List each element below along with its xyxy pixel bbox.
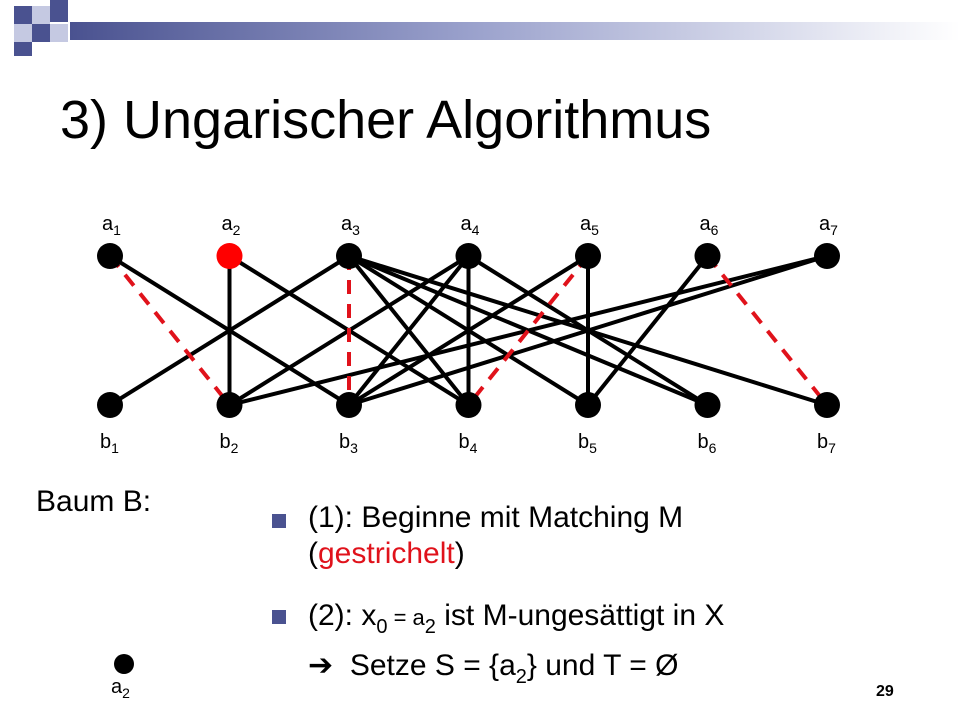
top-node-label: a1 [102, 213, 121, 238]
step-2-rest: ist M-ungesättigt in X [435, 599, 725, 632]
matching-edge [705, 254, 829, 407]
top-node-label: a6 [700, 213, 719, 238]
graph-edge [586, 254, 710, 407]
bipartite-graph: a1 a2 a3 a4 a5 a6 a7 b1 b2 b3 b4 b5 b6 b7 [97, 213, 840, 456]
bottom-node-label: b5 [578, 431, 597, 456]
bottom-node [814, 392, 840, 418]
top-node-label: a7 [819, 213, 838, 238]
bottom-node [455, 392, 482, 418]
step-2-equals: = [387, 605, 413, 630]
bottom-node-label: b1 [100, 431, 119, 456]
bottom-node-label: b4 [459, 431, 478, 456]
bottom-node-label: b3 [339, 431, 358, 456]
graph-edge [347, 254, 471, 407]
page-number: 29 [876, 683, 894, 700]
top-node [694, 243, 721, 269]
slide-title: 3) Ungarischer Algorithmus [60, 90, 712, 150]
top-node [575, 243, 601, 269]
corner-decoration [0, 0, 120, 60]
matching-edge [108, 254, 232, 407]
step-1-open-paren: ( [308, 537, 318, 570]
top-node [455, 243, 482, 269]
step-3-line: ➔ Setze S = {a2} und T = Ø [308, 648, 678, 695]
tree-label: Baum B: [36, 485, 152, 518]
matching-edge [466, 254, 590, 407]
step-1-close-paren: ) [454, 537, 465, 570]
bullet-step-2: (2): x0 = a2 ist M-ungesättigt in X [308, 598, 724, 645]
tree-node [114, 654, 134, 674]
bottom-node [336, 392, 362, 418]
bullet-step-1: (1): Beginne mit Matching M (gestrichelt… [308, 500, 683, 572]
bullet-marker [272, 514, 286, 528]
step-3-text: Setze S = {a [349, 649, 516, 682]
top-node [814, 243, 840, 269]
step-1-dashed-word: gestrichelt [318, 537, 455, 570]
step-2-sub-a: 2 [424, 616, 436, 638]
step-2-a: a [412, 605, 425, 630]
top-node-label: a4 [461, 213, 480, 238]
bottom-node-label: b6 [698, 431, 717, 456]
graph-edge [347, 254, 590, 407]
bottom-node [97, 392, 123, 418]
top-node-label: a5 [580, 213, 599, 238]
top-node-label: a3 [341, 213, 360, 238]
arrow-icon: ➔ [308, 649, 334, 682]
bottom-node [575, 392, 601, 418]
top-node [336, 243, 362, 269]
bottom-node-label: b7 [817, 431, 836, 456]
step-3-rest: } und T = Ø [526, 649, 679, 682]
bullet-marker [272, 610, 286, 624]
step-1-text: (1): Beginne mit Matching M [308, 501, 684, 534]
graph-edge [348, 254, 828, 407]
bottom-node [216, 392, 243, 418]
top-node [216, 243, 243, 269]
step-3-sub: 2 [515, 666, 527, 688]
step-2-sub-x: 0 [376, 616, 388, 638]
bottom-node-label: b2 [220, 431, 239, 456]
tree-node-letter: a [111, 676, 123, 698]
top-node [97, 243, 123, 269]
top-node-label: a2 [222, 213, 241, 238]
bottom-node [694, 392, 721, 418]
tree-node-label: a2 [111, 676, 130, 701]
graph-edge [229, 254, 828, 407]
tree-node-index: 2 [122, 685, 130, 701]
graph-edge [108, 254, 351, 407]
header-gradient-bar [70, 22, 960, 40]
step-2-text: (2): x [308, 599, 377, 632]
